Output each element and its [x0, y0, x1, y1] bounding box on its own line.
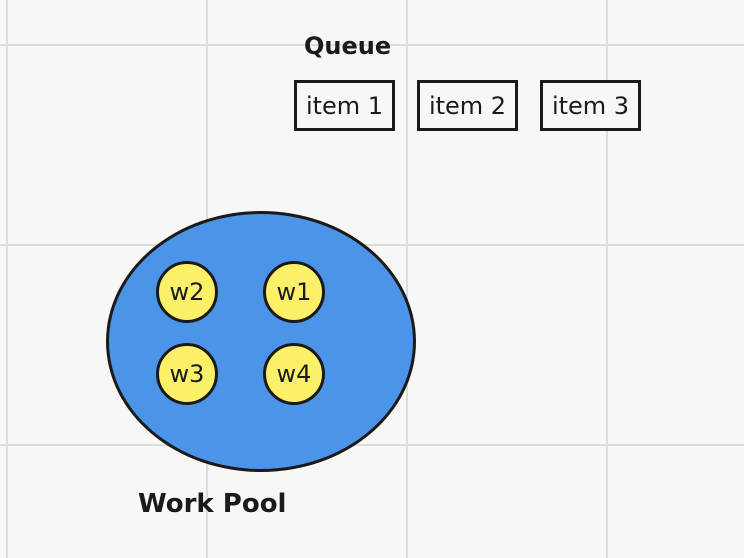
worker-w1: w1	[263, 261, 325, 323]
work-pool-ellipse	[106, 211, 416, 472]
worker-w3: w3	[156, 343, 218, 405]
queue-item-2: item 2	[417, 80, 518, 131]
queue-item-1: item 1	[294, 80, 395, 131]
work-pool-label: Work Pool	[138, 489, 287, 519]
queue-title: Queue	[304, 32, 392, 60]
worker-w2: w2	[156, 261, 218, 323]
queue-item-3: item 3	[540, 80, 641, 131]
worker-w4: w4	[263, 343, 325, 405]
